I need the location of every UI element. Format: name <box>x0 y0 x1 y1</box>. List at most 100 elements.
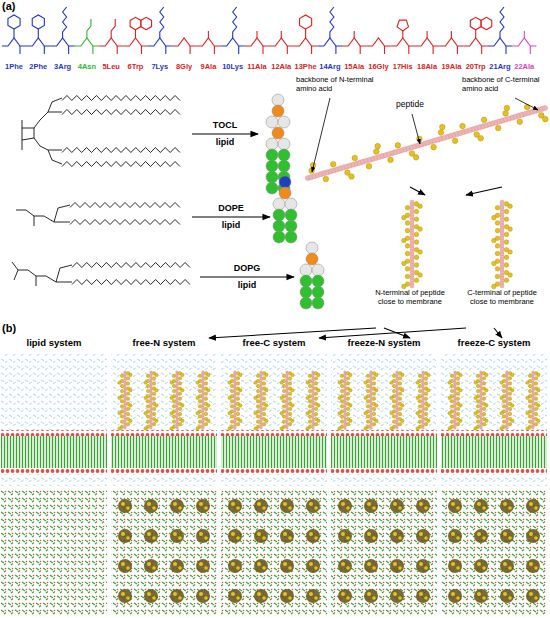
peptide-chain <box>416 371 430 430</box>
sidechain-bead <box>450 415 453 418</box>
peptide-chain <box>390 371 404 430</box>
bond-line <box>391 38 415 46</box>
peptide-top-view <box>170 559 184 573</box>
sidechain-bead <box>282 420 285 423</box>
bond-line <box>160 7 164 38</box>
simulation-snapshot <box>111 354 217 616</box>
peptide-top-view <box>526 559 540 573</box>
lipid-bead <box>266 116 278 128</box>
sidechain-bead <box>534 377 537 380</box>
sidechain-bead <box>504 232 509 237</box>
lipid-bead <box>312 297 324 309</box>
backbone-bead <box>506 427 509 430</box>
sidechain-bead <box>280 411 283 414</box>
sidechain-bead <box>152 412 155 415</box>
peptide-top-view <box>196 589 210 603</box>
sidechain-bead <box>256 420 259 423</box>
sidechain-bead <box>317 419 320 422</box>
peptide-top-view <box>121 592 125 596</box>
sidechain-bead <box>375 143 381 149</box>
sidechain-bead <box>416 427 419 430</box>
sidechain-bead <box>308 415 311 418</box>
lipid-tails <box>221 436 327 468</box>
bond-line <box>505 46 506 54</box>
sidechain-bead <box>500 411 503 414</box>
bond-line <box>427 31 428 38</box>
sidechain-bead <box>372 397 375 400</box>
panel-heading: freeze-C system <box>441 338 547 349</box>
sidechain-bead <box>181 419 184 422</box>
sidechain-bead <box>482 382 485 385</box>
peptide-top-view <box>390 529 404 543</box>
lipid-heads <box>1 430 107 436</box>
peptide-top-view <box>306 559 320 573</box>
sidechain-bead <box>144 381 147 384</box>
sidechain-bead <box>485 404 488 407</box>
sidechain-bead <box>265 404 268 407</box>
sidechain-bead <box>146 420 149 423</box>
sidechain-bead <box>504 255 509 260</box>
bond-line <box>148 38 172 46</box>
peptide-top-view <box>534 536 538 540</box>
lipid-bead <box>279 176 291 188</box>
sidechain-bead <box>395 142 401 148</box>
sidechain-bead <box>414 240 419 245</box>
sidechain-bead <box>398 377 401 380</box>
peptide-top-view <box>390 499 404 513</box>
peptide-top-view <box>196 559 210 573</box>
peptide-top-view <box>526 589 540 603</box>
bond-line <box>62 162 180 167</box>
bond-line <box>397 20 408 31</box>
bond-line <box>415 38 439 46</box>
sidechain-bead <box>288 382 291 385</box>
peptide-top-view <box>503 502 507 506</box>
sidechain-bead <box>459 373 462 376</box>
sidechain-bead <box>495 267 500 272</box>
connector-arrow <box>319 328 466 338</box>
peptide-top-view <box>398 596 402 600</box>
water-region <box>441 354 547 486</box>
sidechain-bead <box>352 155 358 161</box>
sidechain-bead <box>418 204 423 209</box>
sidechain-bead <box>372 422 375 425</box>
peptide-top-view <box>306 589 320 603</box>
backbone-line <box>260 372 261 428</box>
panel-heading: freeze-N system <box>331 338 437 349</box>
residue-label: 14Arg <box>318 63 342 72</box>
sidechain-bead <box>178 382 181 385</box>
sidechain-bead <box>366 389 369 392</box>
residue-structure <box>512 31 536 54</box>
sidechain-bead <box>375 373 378 376</box>
peptide-top-view <box>448 529 462 543</box>
sidechain-bead <box>228 411 231 414</box>
residue-structure <box>75 19 99 54</box>
peptide-top-view <box>448 499 462 513</box>
sidechain-bead <box>450 400 453 403</box>
peptide-top-view <box>393 532 397 536</box>
backbone-bead <box>312 427 315 430</box>
backbone-bead <box>260 427 263 430</box>
sidechain-bead <box>448 427 451 430</box>
sidechain-bead <box>262 422 265 425</box>
peptide-top-view <box>280 529 294 543</box>
sidechain-bead <box>366 384 369 387</box>
sidechain-bead <box>308 420 311 423</box>
sidechain-bead <box>317 404 320 407</box>
bond-line <box>524 31 525 38</box>
backbone-line <box>532 372 533 428</box>
lipid-structures <box>12 96 190 287</box>
annotation-label: DOPE <box>198 203 264 213</box>
sidechain-bead <box>526 381 529 384</box>
sidechain-bead <box>492 261 497 266</box>
peptide-top-view <box>118 559 132 573</box>
backbone-line <box>234 372 235 428</box>
residue-label: 16Gly <box>367 63 391 72</box>
sidechain-bead <box>503 111 509 117</box>
bond-line <box>8 15 20 29</box>
residue-label: 8Gly <box>172 63 196 72</box>
sidechain-bead <box>308 384 311 387</box>
bond-line <box>70 203 180 208</box>
sidechain-bead <box>476 400 479 403</box>
system-panel: freeze-N system <box>331 338 437 616</box>
residue-structure <box>391 20 415 54</box>
